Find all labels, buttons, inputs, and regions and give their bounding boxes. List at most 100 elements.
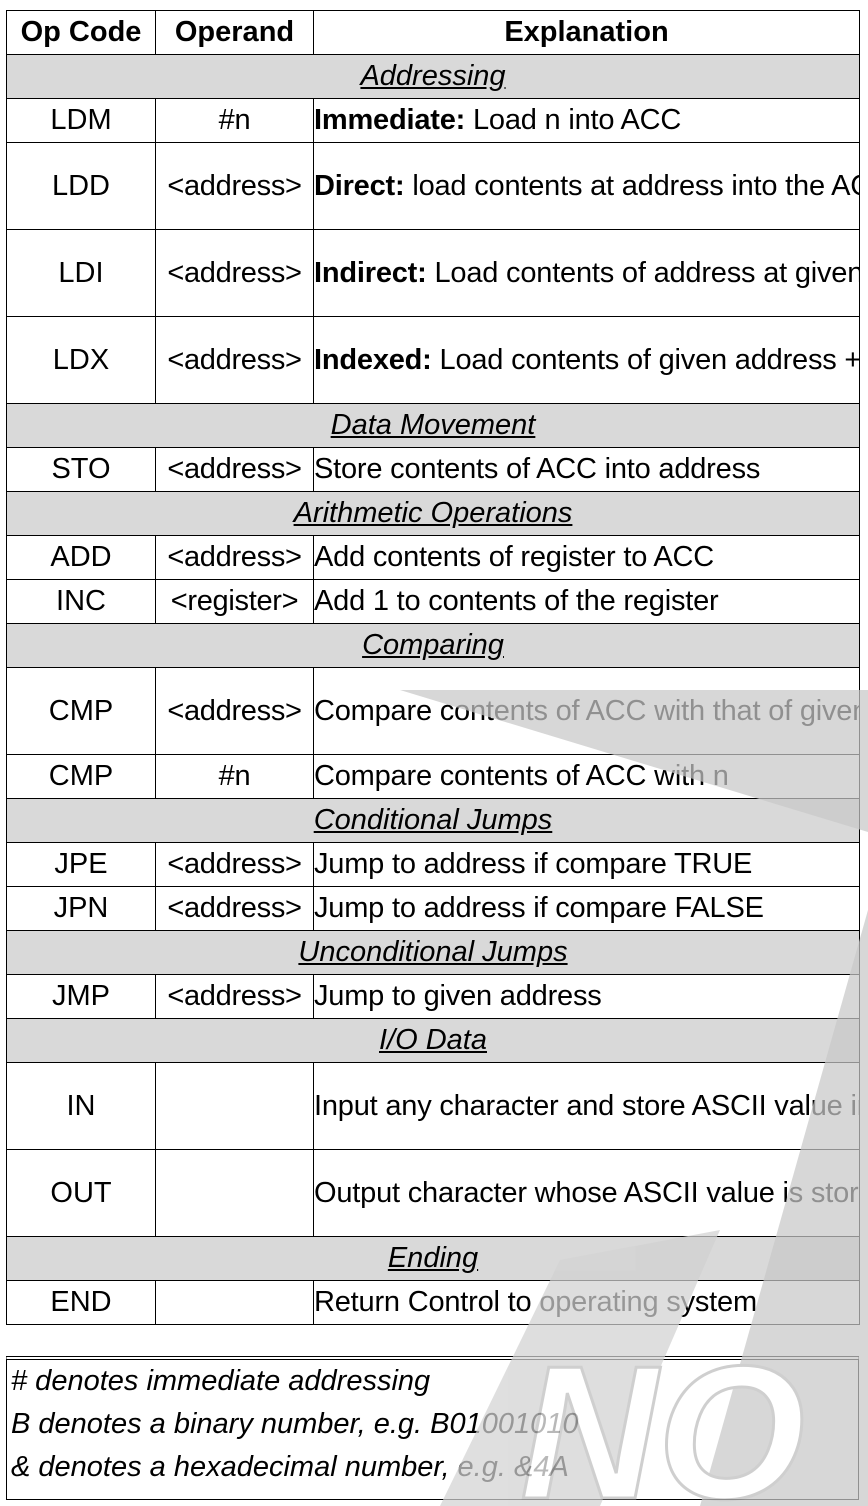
table-row: STO<address>Store contents of ACC into a…: [6, 447, 860, 492]
explanation-cell: Jump to given address: [313, 974, 860, 1019]
explanation-cell: Add 1 to contents of the register: [313, 579, 860, 624]
explanation-cell: Indexed: Load contents of given address …: [313, 316, 860, 404]
section-title: I/O Data: [6, 1018, 860, 1063]
operand-cell: <register>: [155, 579, 314, 624]
op-code-cell: LDM: [6, 98, 156, 143]
addressing-mode-label: Immediate:: [314, 104, 466, 136]
explanation-cell: Jump to address if compare FALSE: [313, 886, 860, 931]
explanation-cell: Compare contents of ACC with that of giv…: [313, 667, 860, 755]
addressing-mode-label: Indexed:: [314, 343, 432, 376]
note-immediate: # denotes immediate addressing: [11, 1365, 431, 1397]
explanation-text: Compare contents of ACC with that of giv…: [314, 694, 859, 727]
op-code-cell: OUT: [6, 1149, 156, 1237]
explanation-text: Load contents of address at given addres…: [434, 256, 860, 289]
section-row: Arithmetic Operations: [6, 491, 860, 536]
table-row: CMP<address>Compare contents of ACC with…: [6, 667, 860, 755]
explanation-text: Add 1 to contents of the register: [314, 585, 719, 617]
section-row: Conditional Jumps: [6, 798, 860, 843]
section-row: Data Movement: [6, 403, 860, 448]
section-title: Data Movement: [6, 403, 860, 448]
op-code-cell: CMP: [6, 667, 156, 755]
notes-box: # denotes immediate addressing B denotes…: [6, 1356, 859, 1500]
table-row: JMP<address>Jump to given address: [6, 974, 860, 1019]
operand-cell: <address>: [155, 667, 314, 755]
table-row: END Return Control to operating system: [6, 1280, 860, 1325]
operand-cell: <address>: [155, 447, 314, 492]
addressing-mode-label: Direct:: [314, 169, 405, 202]
operand-cell: <address>: [155, 974, 314, 1019]
operand-cell: [155, 1062, 314, 1150]
operand-cell: <address>: [155, 142, 314, 230]
op-code-cell: STO: [6, 447, 156, 492]
header-operand: Operand: [155, 10, 314, 55]
operand-cell: [155, 1280, 314, 1325]
operand-cell: #n: [155, 98, 314, 143]
explanation-cell: Immediate: Load n into ACC: [313, 98, 860, 143]
op-code-cell: JPE: [6, 842, 156, 887]
explanation-text: Store contents of ACC into address: [314, 453, 761, 485]
section-row: Unconditional Jumps: [6, 930, 860, 975]
explanation-text: Jump to address if compare TRUE: [314, 848, 753, 880]
explanation-text: Input any character and store ASCII valu…: [314, 1089, 859, 1122]
note-binary: B denotes a binary number, e.g. B0100101…: [11, 1408, 579, 1440]
operand-cell: [155, 1149, 314, 1237]
explanation-cell: Direct: load contents at address into th…: [313, 142, 860, 230]
section-title: Conditional Jumps: [6, 798, 860, 843]
table-row: INC<register>Add 1 to contents of the re…: [6, 579, 860, 624]
operand-cell: <address>: [155, 842, 314, 887]
op-code-cell: JPN: [6, 886, 156, 931]
table-header: Op Code Operand Explanation: [6, 10, 860, 55]
table-row: IN Input any character and store ASCII va…: [6, 1062, 860, 1150]
op-code-cell: JMP: [6, 974, 156, 1019]
op-code-cell: IN: [6, 1062, 156, 1150]
table-row: JPN<address>Jump to address if compare F…: [6, 886, 860, 931]
explanation-cell: Output character whose ASCII value is st…: [313, 1149, 860, 1237]
note-hexadecimal: & denotes a hexadecimal number, e.g. &4A: [11, 1451, 569, 1483]
table-row: JPE<address>Jump to address if compare T…: [6, 842, 860, 887]
table-row: OUT Output character whose ASCII value is…: [6, 1149, 860, 1237]
op-code-cell: END: [6, 1280, 156, 1325]
explanation-cell: Return Control to operating system: [313, 1280, 860, 1325]
op-code-cell: LDD: [6, 142, 156, 230]
explanation-text: Jump to given address: [314, 980, 602, 1012]
explanation-text: Output character whose ASCII value is st…: [314, 1176, 859, 1209]
explanation-text: Compare contents of ACC with n: [314, 760, 729, 792]
explanation-text: Load n into ACC: [465, 104, 682, 136]
table-row: LDX<address>Indexed: Load contents of gi…: [6, 316, 860, 404]
table-row: LDD<address>Direct: load contents at add…: [6, 142, 860, 230]
header-explanation: Explanation: [313, 10, 860, 55]
addressing-mode-label: Indirect:: [314, 256, 427, 289]
operand-cell: <address>: [155, 316, 314, 404]
operand-cell: #n: [155, 754, 314, 799]
section-title: Ending: [6, 1236, 860, 1281]
section-row: Addressing: [6, 54, 860, 99]
section-title: Addressing: [6, 54, 860, 99]
table-row: LDI<address>Indirect: Load contents of a…: [6, 229, 860, 317]
section-title: Unconditional Jumps: [6, 930, 860, 975]
explanation-text: Load contents of given address + IR into…: [439, 343, 860, 376]
explanation-cell: Store contents of ACC into address: [313, 447, 860, 492]
section-row: Ending: [6, 1236, 860, 1281]
explanation-text: Jump to address if compare FALSE: [314, 892, 764, 924]
section-row: I/O Data: [6, 1018, 860, 1063]
explanation-cell: Indirect: Load contents of address at gi…: [313, 229, 860, 317]
explanation-cell: Input any character and store ASCII valu…: [313, 1062, 860, 1150]
header-op-code: Op Code: [6, 10, 156, 55]
operand-cell: <address>: [155, 229, 314, 317]
section-title: Arithmetic Operations: [6, 491, 860, 536]
op-code-cell: LDX: [6, 316, 156, 404]
explanation-cell: Compare contents of ACC with n: [313, 754, 860, 799]
table-row: ADD<address>Add contents of register to …: [6, 535, 860, 580]
op-code-cell: LDI: [6, 229, 156, 317]
explanation-cell: Jump to address if compare TRUE: [313, 842, 860, 887]
explanation-text: load contents at address into the ACC: [404, 169, 860, 202]
op-code-cell: CMP: [6, 754, 156, 799]
operand-cell: <address>: [155, 886, 314, 931]
operand-cell: <address>: [155, 535, 314, 580]
section-title: Comparing: [6, 623, 860, 668]
explanation-text: Return Control to operating system: [314, 1286, 758, 1318]
op-code-cell: ADD: [6, 535, 156, 580]
